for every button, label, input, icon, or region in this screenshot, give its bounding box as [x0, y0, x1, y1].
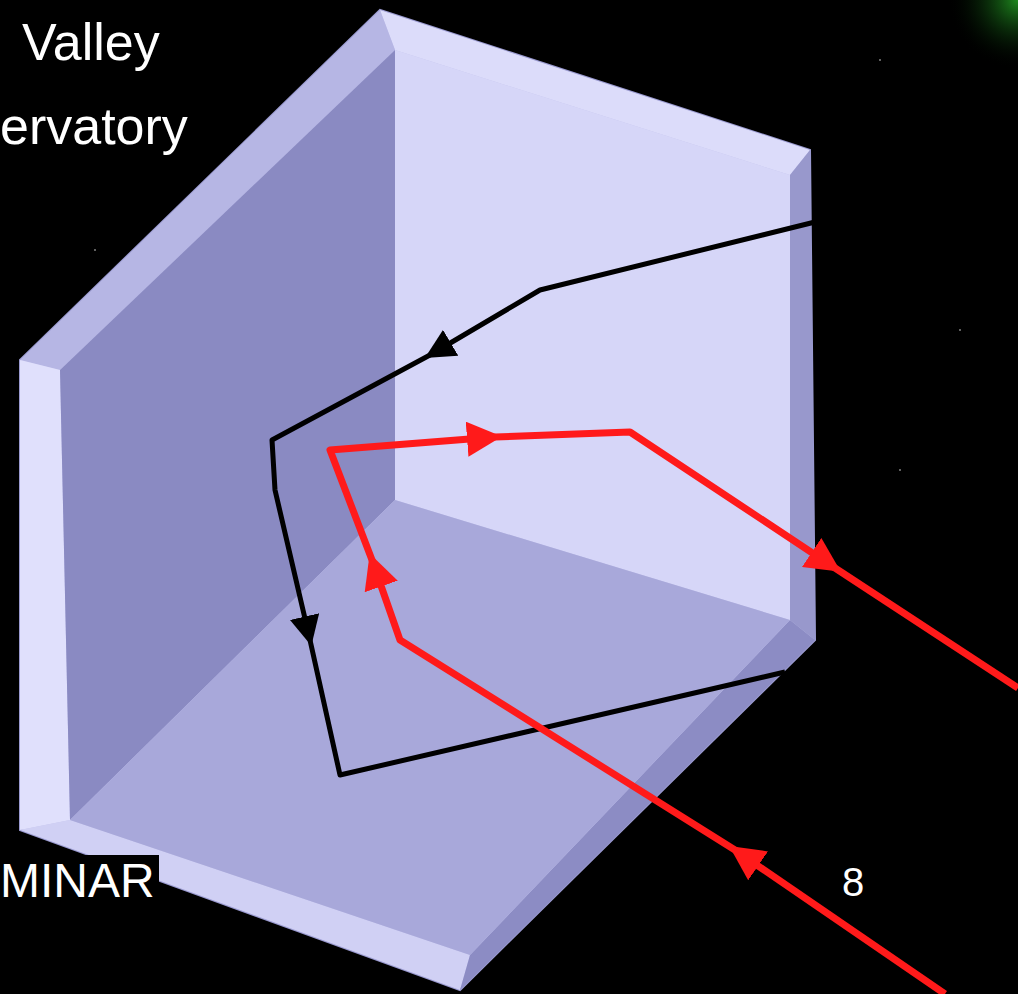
page-number: 8	[842, 860, 864, 904]
slide-title-fragment: Valley	[22, 14, 160, 71]
cube-rim	[20, 10, 815, 990]
slide-title-fragment: ervatory	[0, 98, 188, 155]
footer-text: MINAR	[0, 855, 159, 908]
floor	[70, 500, 790, 955]
green-glow	[948, 0, 1018, 70]
red-ray	[330, 432, 1018, 994]
